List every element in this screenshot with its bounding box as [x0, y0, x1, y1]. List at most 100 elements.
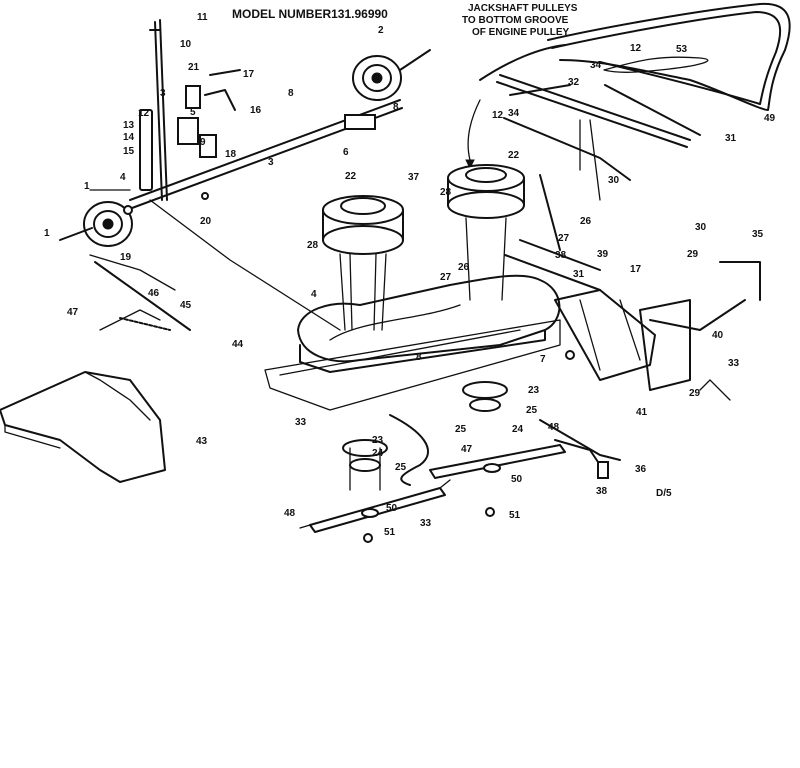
callout-29b: 29 — [689, 388, 701, 399]
callout-3: 3 — [160, 88, 166, 99]
callout-51: 51 — [384, 527, 396, 538]
idler-pulley-top — [352, 49, 431, 101]
callout-44: 44 — [232, 339, 244, 350]
callout-16: 16 — [250, 105, 262, 116]
callout-4b: 4 — [311, 289, 317, 300]
callout-43: 43 — [196, 436, 208, 447]
callout-28b: 28 — [440, 187, 452, 198]
drive-belt — [479, 2, 791, 111]
callout-31b: 31 — [573, 269, 585, 280]
callout-24b: 24 — [512, 424, 524, 435]
callout-36: 36 — [635, 464, 647, 475]
callout-53: 53 — [676, 44, 688, 55]
callout-27b: 27 — [440, 272, 452, 283]
callout-37: 37 — [408, 172, 420, 183]
callout-12b: 12 — [630, 43, 642, 54]
callout-32: 32 — [568, 77, 580, 88]
callout-8: 8 — [288, 88, 294, 99]
idler-pulley-left — [59, 201, 133, 247]
callout-7: 7 — [540, 354, 546, 365]
spindle-pulley-left — [322, 195, 404, 331]
front-hanger — [539, 419, 621, 479]
callout-25c: 25 — [395, 462, 407, 473]
callout-23: 23 — [528, 385, 540, 396]
callout-22: 22 — [345, 171, 357, 182]
callout-3b: 3 — [268, 157, 274, 168]
callout-12: 12 — [138, 108, 150, 119]
jackshaft-assembly — [465, 74, 701, 201]
callout-23b: 23 — [372, 435, 384, 446]
cable-47 — [389, 414, 430, 486]
callout-48b: 48 — [548, 422, 560, 433]
callout-31: 31 — [725, 133, 737, 144]
link-rod — [504, 174, 601, 291]
note-line-3: OF ENGINE PULLEY — [472, 27, 570, 38]
callout-39: 39 — [597, 249, 609, 260]
callout-33b: 33 — [420, 518, 432, 529]
callout-50b: 50 — [511, 474, 523, 485]
callout-34b: 34 — [508, 108, 520, 119]
callout-33: 33 — [295, 417, 307, 428]
callout-47: 47 — [67, 307, 79, 318]
misc-hardware — [123, 192, 575, 543]
callout-12c: 12 — [492, 110, 504, 121]
callout-25b: 25 — [455, 424, 467, 435]
callout-13: 13 — [123, 120, 135, 131]
callout-14: 14 — [123, 132, 135, 143]
callout-26: 26 — [580, 216, 592, 227]
callout-21: 21 — [188, 62, 200, 73]
callout-15: 15 — [123, 146, 135, 157]
lift-bracket-right — [639, 261, 761, 401]
callout-25: 25 — [526, 405, 538, 416]
part-callouts: 1 1 2 3 3 4 4 5 6 7 8 8 8 9 10 11 12 12 … — [44, 12, 776, 538]
callout-22b: 22 — [508, 150, 520, 161]
deck-housing — [264, 274, 656, 411]
callout-2: 2 — [378, 25, 384, 36]
callout-45: 45 — [180, 300, 192, 311]
callout-8b: 8 — [393, 102, 399, 113]
callout-20: 20 — [200, 216, 212, 227]
page-reference: D/5 — [656, 488, 672, 499]
callout-38: 38 — [555, 250, 567, 261]
callout-26b: 26 — [458, 262, 470, 273]
callout-33c: 33 — [728, 358, 740, 369]
spindle-housing-right — [462, 381, 508, 412]
callout-34: 34 — [590, 60, 602, 71]
callout-51b: 51 — [509, 510, 521, 521]
callout-30b: 30 — [695, 222, 707, 233]
model-number-heading: MODEL NUMBER131.96990 — [232, 7, 388, 21]
callout-41: 41 — [636, 407, 648, 418]
callout-40: 40 — [712, 330, 724, 341]
blade-right — [429, 444, 566, 479]
blade-left — [299, 479, 451, 533]
spindle-housing-left — [342, 439, 388, 491]
note-line-1: JACKSHAFT PULLEYS — [468, 3, 578, 14]
callout-50: 50 — [386, 503, 398, 514]
callout-35: 35 — [752, 229, 764, 240]
callout-47b: 47 — [461, 444, 473, 455]
callout-18: 18 — [225, 149, 237, 160]
callout-38b: 38 — [596, 486, 608, 497]
callout-1b: 1 — [84, 181, 90, 192]
callout-49: 49 — [764, 113, 776, 124]
callout-11: 11 — [197, 12, 208, 23]
discharge-chute — [0, 371, 166, 483]
callout-27: 27 — [558, 233, 570, 244]
callout-8c: 8 — [416, 352, 422, 363]
callout-1: 1 — [44, 228, 50, 239]
callout-10: 10 — [180, 39, 192, 50]
callout-5: 5 — [190, 107, 196, 118]
callout-17: 17 — [243, 69, 255, 80]
callout-46: 46 — [148, 288, 160, 299]
callout-30: 30 — [608, 175, 620, 186]
callout-9: 9 — [200, 137, 206, 148]
lift-linkage — [89, 19, 403, 331]
callout-48: 48 — [284, 508, 296, 519]
callout-19: 19 — [120, 252, 132, 263]
callout-24: 24 — [372, 448, 384, 459]
jackshaft-note: JACKSHAFT PULLEYS TO BOTTOM GROOVE OF EN… — [462, 3, 578, 38]
note-line-2: TO BOTTOM GROOVE — [462, 15, 569, 26]
callout-29: 29 — [687, 249, 699, 260]
callout-28: 28 — [307, 240, 319, 251]
